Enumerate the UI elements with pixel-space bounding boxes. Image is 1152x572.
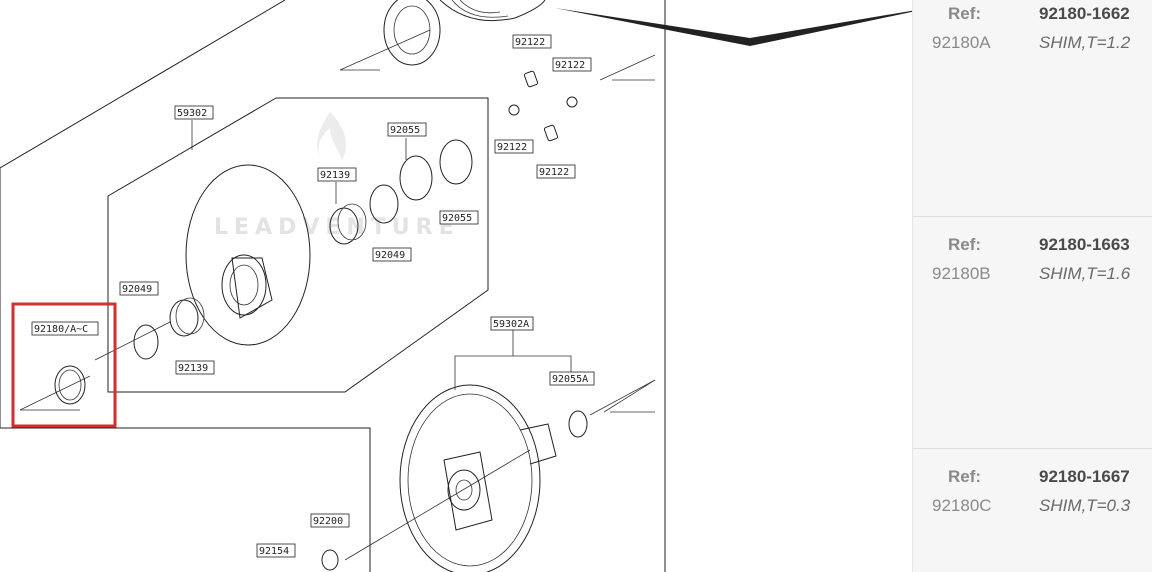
rings [54, 139, 588, 438]
part-description: SHIM,T=1.2 [1039, 33, 1131, 52]
part-description: SHIM,T=1.6 [1039, 264, 1131, 283]
watermark-text: LEADVENTURE [214, 215, 460, 240]
callout-92122: 92122 [555, 60, 585, 71]
pin-parts [508, 70, 578, 142]
sheave-59302 [185, 164, 311, 346]
callout-59302A: 59302A [493, 319, 529, 330]
part-card[interactable]: Ref: 92180-1663 92180B SHIM,T=1.6 [913, 217, 1152, 449]
callout-92055: 92055 [442, 213, 472, 224]
callout-59302: 59302 [177, 108, 207, 119]
callout-92055: 92055 [390, 125, 420, 136]
part-card[interactable]: Ref: 92180-1667 92180C SHIM,T=0.3 [913, 449, 1152, 572]
ref-label: Ref: [948, 235, 982, 254]
ref-number: 92180-1662 [1039, 4, 1130, 23]
spring-part [383, 0, 546, 66]
callout-labels: 92122 92122 92122 92122 59302 92055 9213… [31, 34, 595, 558]
assembly-frame [0, 0, 912, 572]
part-description: SHIM,T=0.3 [1039, 496, 1131, 515]
callout-92154: 92154 [259, 546, 289, 557]
part-code: 92180A [932, 33, 991, 52]
highlight-box[interactable] [11, 302, 117, 428]
callout-92122: 92122 [497, 142, 527, 153]
callout-92055A: 92055A [552, 374, 588, 385]
part-code: 92180B [932, 264, 991, 283]
parts-panel: Ref: 92180-1662 92180A SHIM,T=1.2 Ref: 9… [912, 0, 1152, 572]
parts-diagram: LEADVENTURE [0, 0, 912, 572]
ref-number: 92180-1667 [1039, 467, 1130, 486]
callout-92180: 92180/A~C [34, 324, 88, 335]
callout-leaders [191, 120, 572, 390]
callout-92122: 92122 [515, 37, 545, 48]
sheave-59302A [321, 384, 557, 572]
ref-label: Ref: [948, 467, 982, 486]
part-code: 92180C [932, 496, 992, 515]
flame-logo-icon [316, 112, 346, 162]
callout-92049: 92049 [122, 284, 152, 295]
part-card[interactable]: Ref: 92180-1662 92180A SHIM,T=1.2 [913, 0, 1152, 217]
callout-92139: 92139 [178, 363, 208, 374]
callout-92200: 92200 [313, 516, 343, 527]
ref-label: Ref: [948, 4, 982, 23]
callout-92049: 92049 [375, 250, 405, 261]
callout-92122: 92122 [539, 167, 569, 178]
callout-92139: 92139 [320, 170, 350, 181]
watermark: LEADVENTURE [214, 112, 460, 240]
ref-number: 92180-1663 [1039, 235, 1130, 254]
